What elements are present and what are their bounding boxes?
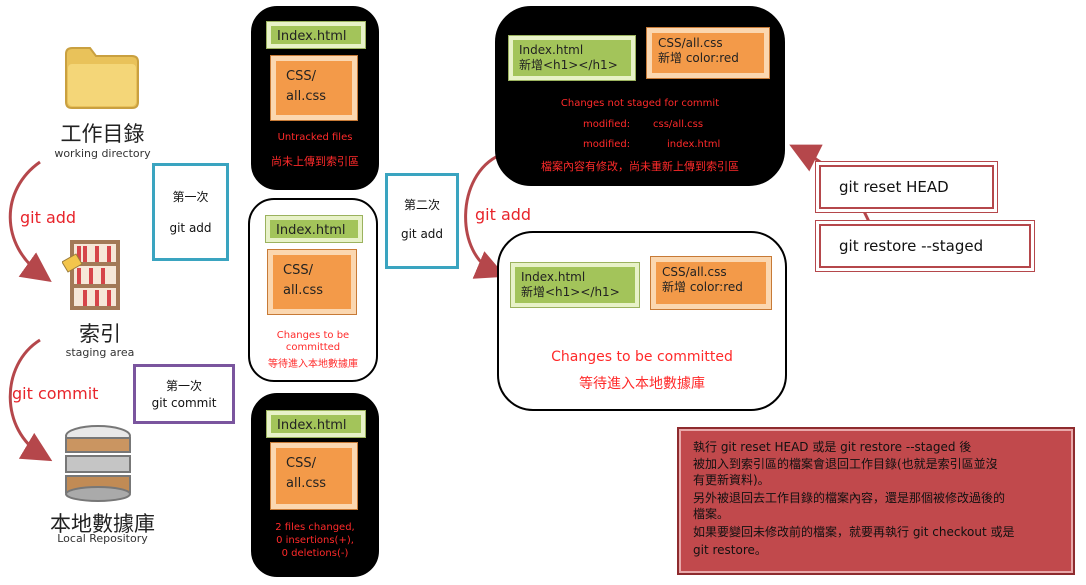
- panel3-status-line3: 0 deletions(-): [281, 548, 349, 559]
- local-repository-subtitle: Local Repository: [57, 532, 148, 545]
- panel1-status-line2: 尚未上傳到索引區: [271, 155, 359, 168]
- note-line6: 如果要變回未修改前的檔案，就要再執行 git checkout 或是: [693, 525, 1015, 539]
- staging-area-subtitle: staging area: [65, 346, 135, 359]
- database-icon: [65, 425, 131, 502]
- note-line2: 被加入到索引區的檔案會退回工作目錄(也就是索引區並沒: [693, 457, 998, 471]
- step-first-add-cmd: git add: [169, 221, 212, 235]
- working-directory-title: 工作目錄: [60, 122, 145, 146]
- staging-area-title: 索引: [79, 322, 121, 346]
- step-first-commit: 第一次 git commit: [133, 364, 235, 424]
- file-index-html: Index.html: [267, 22, 365, 48]
- note-line7: git restore。: [693, 543, 767, 557]
- note-line4: 另外被退回去工作目錄的檔案內容，還是那個被修改過後的: [693, 491, 1006, 505]
- step-second-add-title: 第二次: [403, 198, 440, 212]
- top-right-status-line2-val: css/all.css: [653, 119, 704, 130]
- panel-staged: Index.html CSS/ all.css Changes to be co…: [248, 198, 378, 382]
- panel2-status-line1: Changes to be: [276, 330, 350, 341]
- mid-right-status-line2: 等待進入本地數據庫: [579, 376, 705, 392]
- top-right-status-line3-key: modified:: [583, 139, 631, 150]
- file-css-line2: all.css: [286, 89, 327, 104]
- file-css: CSS/all.css 新增 color:red: [651, 257, 771, 309]
- file-css-line2: all.css: [283, 283, 324, 298]
- left-git-add-label: git add: [20, 208, 77, 227]
- file-css-line1: CSS/: [283, 263, 313, 278]
- step-first-commit-title: 第一次: [165, 379, 202, 393]
- note-line3: 有更新資料)。: [693, 473, 770, 487]
- git-restore-staged-command: git restore --staged: [819, 224, 1031, 268]
- top-right-status-line1: Changes not staged for commit: [560, 98, 720, 109]
- file-index-html-line1: Index.html: [519, 43, 584, 57]
- local-repository-title: 本地數據庫: [50, 512, 155, 536]
- curved-arrow-icon: [8, 160, 52, 282]
- mid-right-status-line1: Changes to be committed: [551, 349, 733, 365]
- bookshelf-icon: [62, 240, 120, 310]
- panel3-status-line2: 0 insertions(+),: [276, 535, 354, 546]
- panel1-status-line1: Untracked files: [277, 132, 353, 143]
- file-index-html-line2: 新增<h1></h1>: [519, 58, 618, 72]
- file-css-line2: all.css: [286, 476, 327, 491]
- step-first-commit-cmd: git commit: [151, 396, 217, 410]
- file-css-line1: CSS/all.css: [658, 36, 723, 50]
- file-index-html-line2: 新增<h1></h1>: [521, 285, 620, 299]
- file-css-line1: CSS/: [286, 69, 316, 84]
- left-git-commit-label: git commit: [12, 384, 99, 403]
- top-right-status-line4: 檔案內容有修改，尚未重新上傳到索引區: [541, 160, 739, 173]
- file-css-line1: CSS/: [286, 456, 316, 471]
- file-index-html: Index.html: [267, 411, 365, 437]
- file-index-html-line1: Index.html: [521, 270, 586, 284]
- note-line1: 執行 git reset HEAD 或是 git restore --stage…: [693, 440, 972, 454]
- step-second-add-cmd: git add: [400, 227, 444, 241]
- explanation-note: 執行 git reset HEAD 或是 git restore --stage…: [677, 427, 1075, 575]
- panel2-status-line3: 等待進入本地數據庫: [268, 359, 358, 370]
- panel2-status-line2: committed: [285, 342, 341, 353]
- curved-arrow-icon: [8, 338, 53, 462]
- file-css: CSS/all.css 新增 color:red: [647, 28, 769, 78]
- file-index-html: Index.html 新增<h1></h1>: [509, 36, 635, 80]
- file-css: CSS/ all.css: [268, 250, 356, 314]
- curved-arrow-icon: [464, 153, 507, 279]
- file-css-line2: 新增 color:red: [662, 280, 743, 294]
- file-index-html: Index.html 新增<h1></h1>: [511, 263, 639, 307]
- file-css: CSS/ all.css: [271, 56, 357, 120]
- git-reset-head-command: git reset HEAD: [819, 165, 994, 209]
- step-second-add: 第二次 git add: [385, 173, 459, 269]
- top-right-status-line3-val: index.html: [667, 139, 721, 150]
- panel3-status-line1: 2 files changed,: [275, 522, 355, 533]
- file-index-html: Index.html: [266, 216, 362, 242]
- step-first-add: 第一次 git add: [152, 163, 229, 261]
- step-first-add-title: 第一次: [172, 190, 209, 204]
- working-directory-subtitle: working directory: [54, 147, 151, 160]
- panel-untracked: Index.html CSS/ all.css Untracked files …: [251, 6, 379, 190]
- top-right-status-line2-key: modified:: [583, 119, 631, 130]
- note-line5: 檔案。: [693, 507, 730, 521]
- file-css: CSS/ all.css: [271, 443, 357, 509]
- folder-icon: [65, 47, 139, 109]
- mid-git-add-label: git add: [475, 205, 532, 224]
- panel-committed: Index.html CSS/ all.css 2 files changed,…: [251, 393, 379, 577]
- file-css-line1: CSS/all.css: [662, 265, 727, 279]
- file-css-line2: 新增 color:red: [658, 51, 739, 65]
- panel-staged-again: Index.html 新增<h1></h1> CSS/all.css 新增 co…: [497, 231, 787, 411]
- panel-modified-not-staged: Index.html 新增<h1></h1> CSS/all.css 新增 co…: [495, 6, 785, 186]
